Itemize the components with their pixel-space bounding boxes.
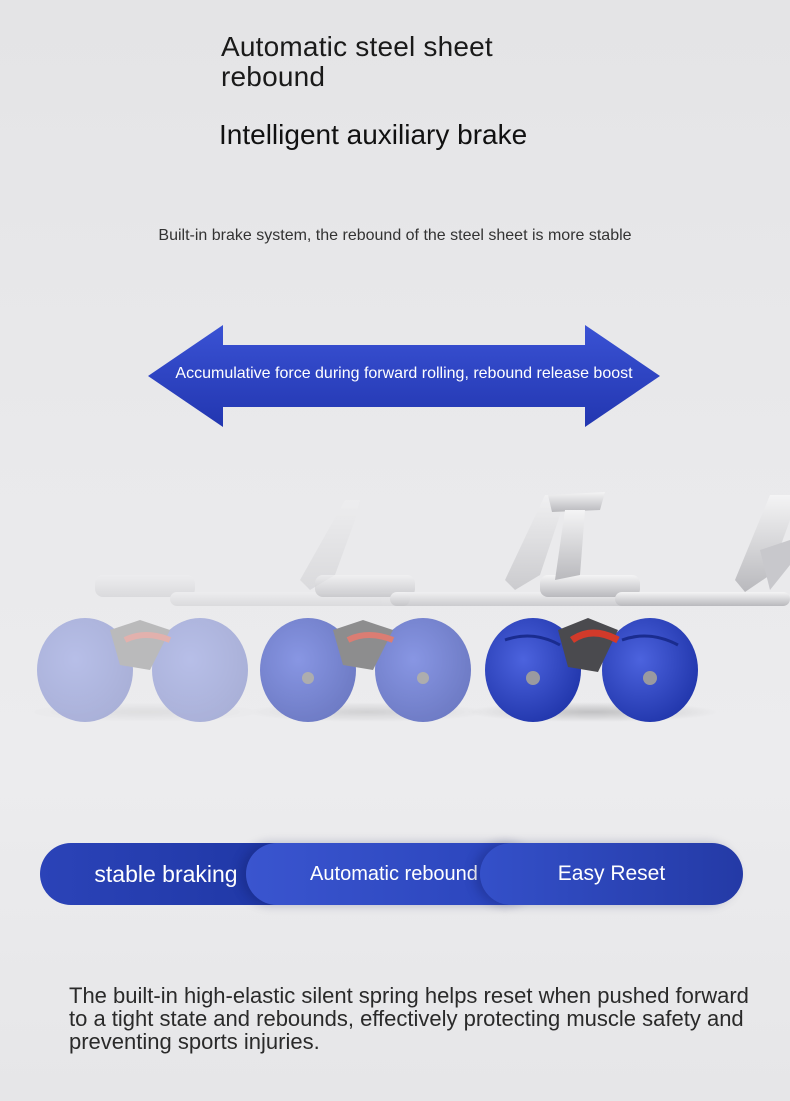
feature-pill-easy-reset: Easy Reset [480,843,743,905]
subheading: Intelligent auxiliary brake [219,119,528,150]
feature-label: Automatic rebound [310,862,478,885]
heading-line-1: Automatic steel sheet [221,31,493,62]
arrow-label: Accumulative force during forward rollin… [175,365,633,382]
feature-pills: stable braking Automatic rebound Easy Re… [40,843,743,905]
description: The built-in high-elastic silent spring … [69,983,749,1054]
double-arrow-icon [148,325,660,427]
product-illustration [0,480,790,730]
feature-label: stable braking [94,860,238,887]
ab-roller-image [25,492,790,722]
feature-label: Easy Reset [557,862,666,885]
double-arrow-banner: Accumulative force during forward rollin… [148,325,660,427]
heading-line-2: rebound [221,61,326,92]
caption: Built-in brake system, the rebound of th… [158,227,632,244]
